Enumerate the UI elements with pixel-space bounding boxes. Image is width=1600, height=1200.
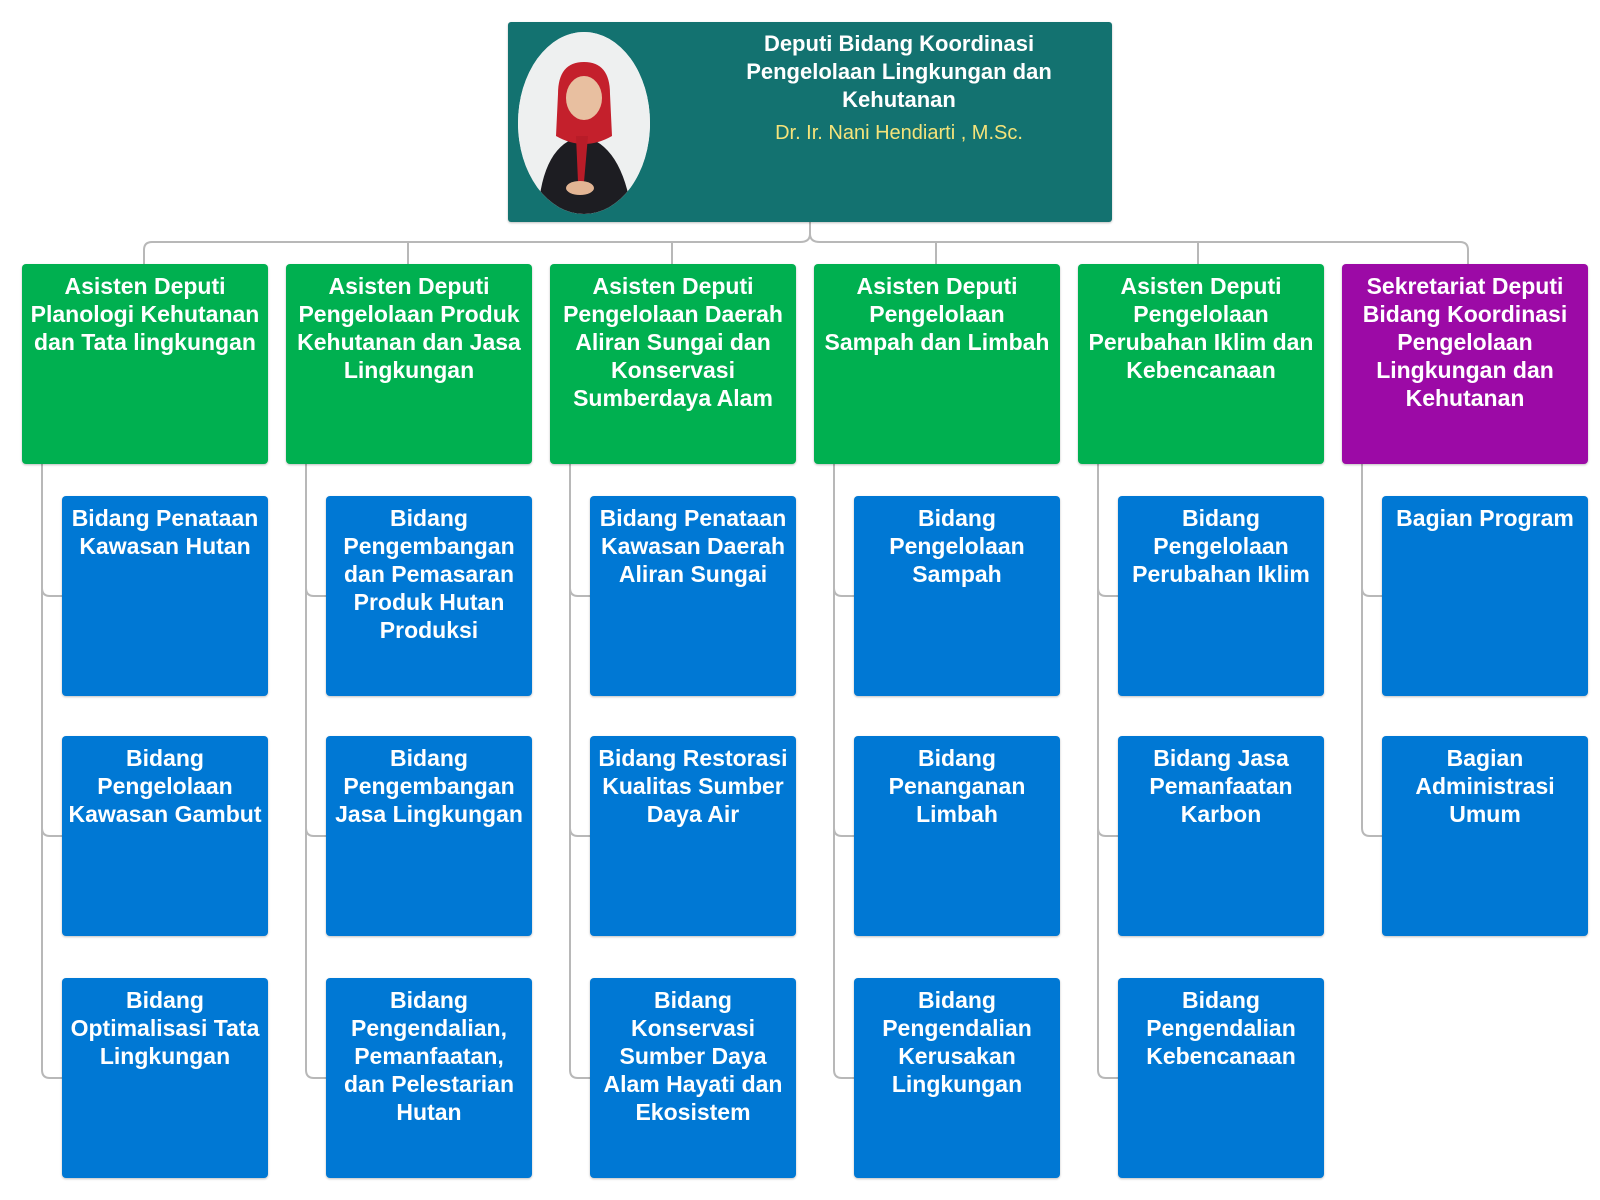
division-pengembangan-pemasaran-produk: Bidang Pengembangan dan Pemasaran Produk… [326,496,532,696]
head-node: Deputi Bidang Koordinasi Pengelolaan Lin… [508,22,1112,222]
division-penanganan-limbah: Bidang Penanganan Limbah [854,736,1060,936]
unit-perubahan-iklim: Asisten Deputi Pengelolaan Perubahan Ikl… [1078,264,1324,464]
unit-planologi: Asisten Deputi Planologi Kehutanan dan T… [22,264,268,464]
division-pengembangan-jasa-lingkungan: Bidang Pengembangan Jasa Lingkungan [326,736,532,936]
division-penataan-das: Bidang Penataan Kawasan Daerah Aliran Su… [590,496,796,696]
division-pengelolaan-kawasan-gambut: Bidang Pengelolaan Kawasan Gambut [62,736,268,936]
division-konservasi-hayati: Bidang Konservasi Sumber Daya Alam Hayat… [590,978,796,1178]
portrait-image [518,32,650,214]
division-jasa-karbon: Bidang Jasa Pemanfaatan Karbon [1118,736,1324,936]
unit-sampah-limbah: Asisten Deputi Pengelolaan Sampah dan Li… [814,264,1060,464]
head-title: Deputi Bidang Koordinasi Pengelolaan Lin… [746,31,1052,112]
division-pengendalian-kebencanaan: Bidang Pengendalian Kebencanaan [1118,978,1324,1178]
division-bagian-program: Bagian Program [1382,496,1588,696]
head-name: Dr. Ir. Nani Hendiarti , M.Sc. [775,122,1023,144]
division-pengendalian-kerusakan: Bidang Pengendalian Kerusakan Lingkungan [854,978,1060,1178]
head-portrait-photo [518,32,650,214]
division-optimalisasi-tata-lingkungan: Bidang Optimalisasi Tata Lingkungan [62,978,268,1178]
division-restorasi-air: Bidang Restorasi Kualitas Sumber Daya Ai… [590,736,796,936]
unit-das-konservasi: Asisten Deputi Pengelolaan Daerah Aliran… [550,264,796,464]
division-pengelolaan-sampah: Bidang Pengelolaan Sampah [854,496,1060,696]
division-penataan-kawasan-hutan: Bidang Penataan Kawasan Hutan [62,496,268,696]
division-perubahan-iklim: Bidang Pengelolaan Perubahan Iklim [1118,496,1324,696]
division-pengendalian-pelestarian-hutan: Bidang Pengendalian, Pemanfaatan, dan Pe… [326,978,532,1178]
unit-sekretariat: Sekretariat Deputi Bidang Koordinasi Pen… [1342,264,1588,464]
division-bagian-administrasi-umum: Bagian Administrasi Umum [1382,736,1588,936]
unit-produk-kehutanan: Asisten Deputi Pengelolaan Produk Kehuta… [286,264,532,464]
